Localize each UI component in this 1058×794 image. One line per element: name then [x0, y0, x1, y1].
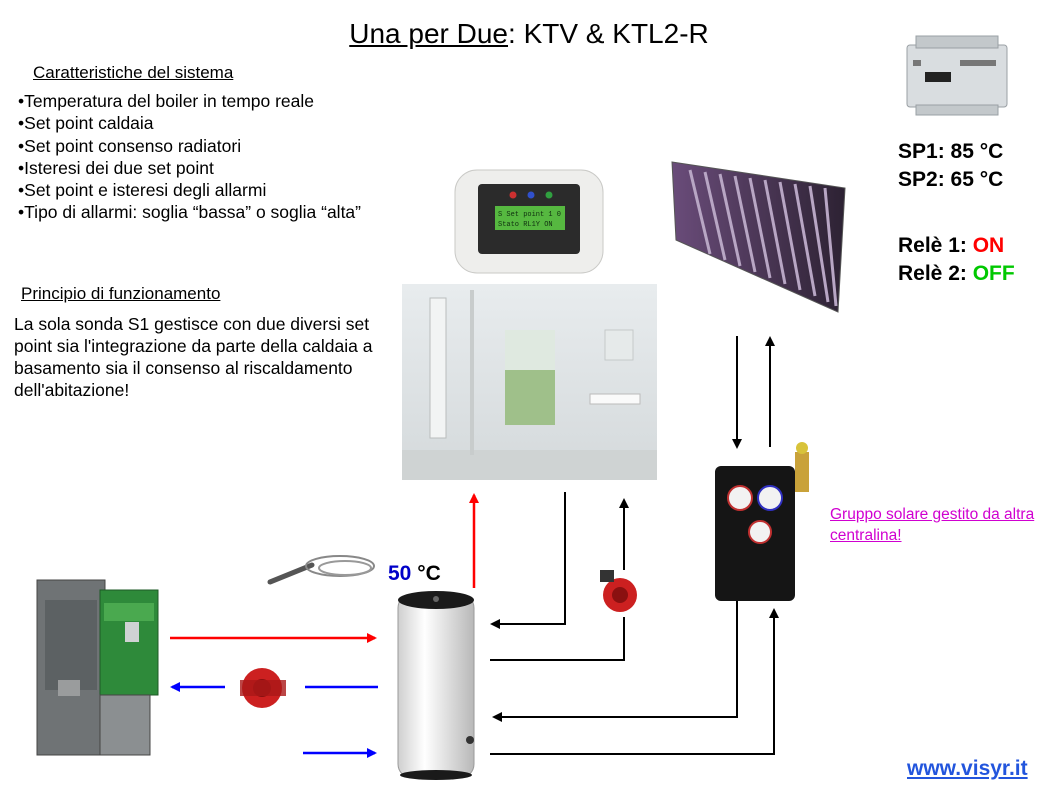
principle-heading: Principio di funzionamento — [21, 284, 221, 303]
biomass-boiler-image — [36, 579, 159, 756]
principle-text: La sola sonda S1 gestisce con due divers… — [14, 314, 373, 400]
solar-pump-group-image — [715, 442, 809, 601]
relay-1-state: ON — [972, 234, 1005, 257]
solar-collector-image — [671, 161, 846, 313]
sp2-value: SP2: 65 °C — [898, 168, 1004, 191]
title-main: Una per Due — [349, 18, 509, 49]
din-controller-image — [906, 35, 1008, 116]
feature-item: Temperatura del boiler in tempo reale — [18, 90, 361, 112]
boiler-temp-value: 50 — [388, 562, 412, 585]
website-link[interactable]: www.visyr.it — [907, 757, 1028, 780]
page-title: Una per Due: KTV & KTL2-R — [0, 18, 1058, 50]
features-heading: Caratteristiche del sistema — [33, 63, 234, 82]
storage-tank-image — [397, 591, 475, 780]
features-list: Temperatura del boiler in tempo reale Se… — [18, 90, 361, 224]
boiler-temperature: 50 °C — [388, 562, 441, 586]
sp1-value: SP1: 85 °C — [898, 140, 1004, 163]
feature-item: Set point caldaia — [18, 112, 361, 134]
bathroom-image — [402, 284, 657, 480]
relay-2-label: Relè 2: — [898, 262, 973, 285]
solar-return-arrow — [490, 608, 779, 755]
feature-item: Tipo di allarmi: soglia “bassa” o soglia… — [18, 201, 361, 223]
title-rest: : KTV & KTL2-R — [508, 18, 709, 49]
feature-item: Set point e isteresi degli allarmi — [18, 179, 361, 201]
display-line-2: Stato RL1Y ON — [498, 221, 553, 229]
setpoints: SP1: 85 °C SP2: 65 °C — [898, 138, 1003, 194]
heating-return-arrow — [490, 492, 566, 629]
heating-circulator-pump-icon — [600, 570, 637, 612]
temperature-probe-image — [267, 555, 375, 585]
relay-1-label: Relè 1: — [898, 234, 973, 257]
relay-1: Relè 1: ON — [898, 232, 1015, 260]
display-line-1: S Set point 1 0 — [498, 211, 561, 219]
feature-item: Isteresi dei due set point — [18, 157, 361, 179]
relay-2-state: OFF — [972, 262, 1015, 285]
solar-to-tank-arrow — [492, 601, 738, 722]
heating-supply-line — [490, 617, 625, 661]
relays: Relè 1: ON Relè 2: OFF — [898, 232, 1015, 288]
boiler-temp-unit: °C — [411, 562, 441, 585]
relay-2: Relè 2: OFF — [898, 260, 1015, 288]
feature-item: Set point consenso radiatori — [18, 135, 361, 157]
boiler-circulator-pump-icon — [240, 668, 286, 708]
solar-group-note[interactable]: Gruppo solare gestito da altra centralin… — [830, 506, 1035, 544]
wall-display-image: S Set point 1 0 Stato RL1Y ON — [454, 169, 604, 274]
